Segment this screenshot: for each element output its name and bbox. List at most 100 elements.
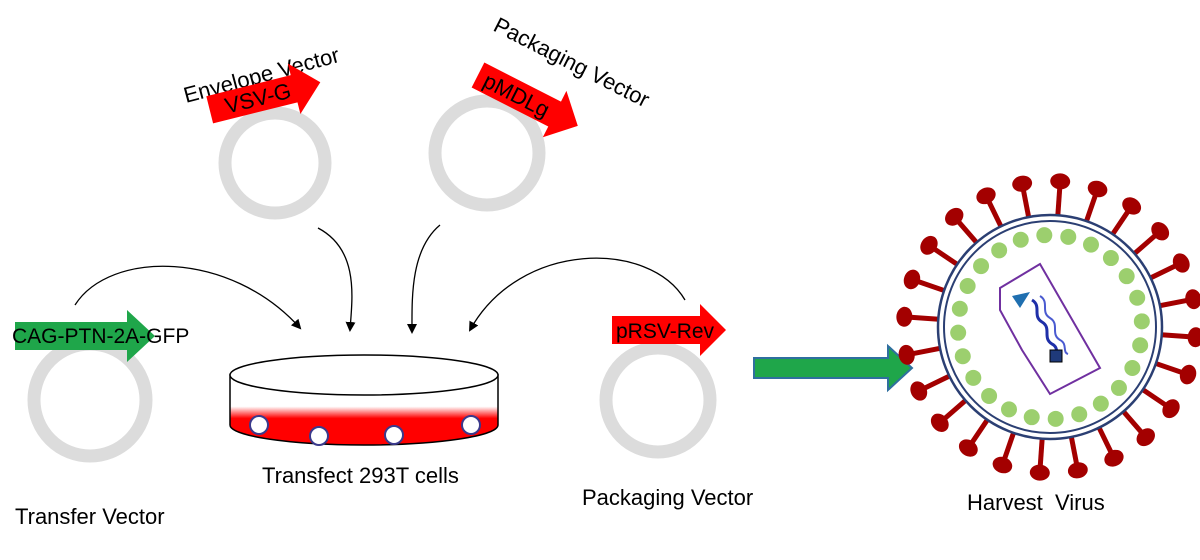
virus-spike-stem bbox=[942, 395, 971, 421]
virus-matrix-proteins bbox=[950, 227, 1150, 427]
pmdlg-red-arrow bbox=[471, 62, 578, 138]
virus-matrix-dot bbox=[959, 278, 976, 295]
virus-spike-head bbox=[1179, 364, 1197, 385]
arrow-from-packaging-right bbox=[469, 257, 686, 332]
arrow-from-transfer bbox=[74, 265, 302, 330]
virus-spike-head bbox=[898, 344, 915, 365]
cell bbox=[249, 415, 269, 435]
virus-spike-head bbox=[1172, 253, 1190, 273]
virus-matrix-dot bbox=[1133, 313, 1150, 330]
virus-matrix-dot bbox=[1023, 409, 1040, 426]
virus-matrix-dot bbox=[1132, 337, 1149, 354]
virus-spike-head bbox=[930, 413, 949, 432]
virus-spike-head bbox=[903, 269, 921, 290]
virus-spike-head bbox=[1185, 289, 1200, 310]
prsv-rev-red-arrow bbox=[612, 304, 726, 356]
virus-matrix-dot bbox=[1012, 231, 1029, 248]
virus-spike-stem bbox=[1138, 385, 1168, 408]
transfection-arrows bbox=[74, 224, 686, 334]
virus-spike-stem bbox=[1068, 432, 1080, 465]
culture-dish: Transfect 293T cells bbox=[229, 354, 499, 488]
virus-spike-stem bbox=[923, 372, 955, 391]
virus-spike-head bbox=[976, 187, 996, 205]
cell bbox=[461, 415, 481, 435]
arrow-from-packaging-top bbox=[406, 224, 441, 334]
transfer-green-arrow bbox=[15, 310, 155, 362]
virus-label: Harvest Virus bbox=[967, 490, 1105, 515]
virus-spike-stem bbox=[1145, 263, 1177, 282]
virus-matrix-dot bbox=[1036, 227, 1053, 244]
virus-spike-head bbox=[1136, 428, 1155, 447]
virus-matrix-dot bbox=[1001, 401, 1018, 418]
virus-spike-stem bbox=[1055, 187, 1063, 220]
virus-spike-stem bbox=[910, 314, 943, 322]
virus-matrix-dot bbox=[1102, 250, 1119, 267]
virus-spike-stem bbox=[1157, 332, 1190, 340]
virus-spike-head bbox=[1029, 464, 1050, 481]
cell bbox=[309, 426, 329, 446]
virus-matrix-dot bbox=[1118, 268, 1135, 285]
transfer-plasmid-ring bbox=[27, 337, 153, 463]
virus-spike-stem bbox=[956, 219, 982, 248]
dish-rim bbox=[229, 354, 499, 396]
virus-spike-stem bbox=[1082, 193, 1098, 226]
virus-spike-stem bbox=[1129, 233, 1158, 259]
virus-spike-head bbox=[1187, 327, 1200, 348]
virus-matrix-dot bbox=[950, 324, 967, 341]
transfer-vector: CAG-PTN-2A-GFP Transfer Vector bbox=[12, 310, 189, 529]
virus-spike-head bbox=[958, 439, 978, 457]
virus-matrix-dot bbox=[1082, 236, 1099, 253]
virus-spike-stem bbox=[1037, 434, 1045, 467]
virus-spike-head bbox=[896, 306, 913, 327]
virus-matrix-dot bbox=[1071, 406, 1088, 423]
transfer-gene-label: CAG-PTN-2A-GFP bbox=[12, 325, 189, 348]
packaging-right-vector-title: Packaging Vector bbox=[582, 485, 753, 510]
virus-spike-stem bbox=[912, 345, 945, 357]
arrow-from-envelope bbox=[317, 227, 356, 332]
prsv-rev-gene-label: pRSV-Rev bbox=[616, 320, 715, 343]
virus-spike-head bbox=[1067, 462, 1088, 479]
virus-matrix-dot bbox=[1092, 395, 1109, 412]
virus-matrix-dot bbox=[991, 242, 1008, 259]
packaging-top-plasmid-ring bbox=[428, 94, 546, 212]
virus-matrix-dot bbox=[981, 387, 998, 404]
virus-spike-head bbox=[1087, 180, 1108, 198]
virus-spike-stem bbox=[986, 200, 1005, 232]
virus-matrix-dot bbox=[1047, 410, 1064, 427]
virus-spike-stem bbox=[1151, 359, 1184, 375]
virus-spike-stem bbox=[916, 279, 949, 295]
virus-spike-head bbox=[992, 456, 1013, 474]
virus-spike-stem bbox=[1095, 422, 1114, 454]
virus-spike-head bbox=[1050, 173, 1071, 190]
virus-spike-stem bbox=[1020, 189, 1032, 222]
vsvg-red-arrow bbox=[206, 63, 321, 124]
dish-label: Transfect 293T cells bbox=[262, 463, 459, 488]
virus-spike-head bbox=[1151, 222, 1170, 241]
virus-matrix-dot bbox=[1124, 359, 1141, 376]
integrase-icon bbox=[1049, 349, 1063, 363]
envelope-plasmid-ring bbox=[218, 106, 332, 220]
rna-genome-strand bbox=[1039, 295, 1069, 355]
reverse-transcriptase-icon bbox=[1012, 292, 1030, 308]
virus-spike-head bbox=[1104, 449, 1124, 467]
virus-matrix-dot bbox=[951, 300, 968, 317]
virus-matrix-dot bbox=[954, 348, 971, 365]
virus-spike-stem bbox=[969, 415, 992, 445]
virus-matrix-dot bbox=[1060, 228, 1077, 245]
virus-matrix-dot bbox=[1129, 289, 1146, 306]
virus-spike-head bbox=[1162, 399, 1180, 419]
virus-matrix-dot bbox=[973, 258, 990, 275]
cell bbox=[384, 425, 404, 445]
virus-spike-stem bbox=[1155, 297, 1188, 309]
virus-spike-stem bbox=[1002, 428, 1018, 461]
envelope-vector: Envelope Vector VSV-G bbox=[181, 42, 342, 220]
virus-spike-stem bbox=[1108, 209, 1131, 239]
packaging-vector-top: Packaging Vector pMDLg bbox=[428, 12, 654, 212]
virus-spike-stem bbox=[1118, 406, 1144, 435]
virus-spike-head bbox=[1122, 197, 1142, 215]
packaging-vector-right: pRSV-Rev Packaging Vector bbox=[582, 304, 753, 510]
transfer-vector-title: Transfer Vector bbox=[15, 504, 165, 529]
virus-matrix-dot bbox=[965, 369, 982, 386]
virus-matrix-dot bbox=[1110, 379, 1127, 396]
virus-spike-head bbox=[910, 381, 928, 401]
